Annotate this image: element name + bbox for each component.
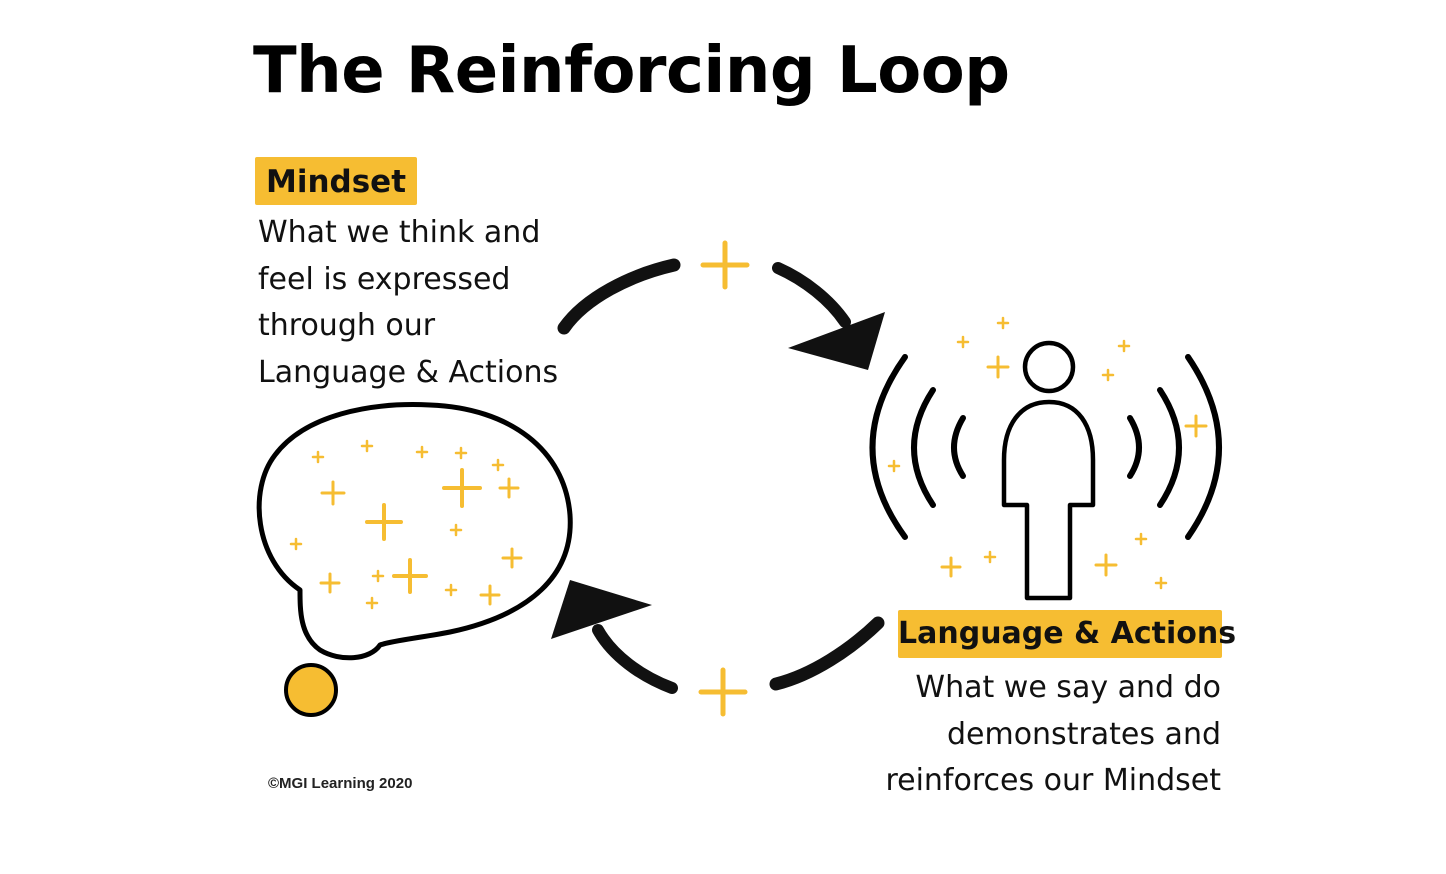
page-title: The Reinforcing Loop — [253, 34, 1010, 108]
language-actions-description-line: demonstrates and — [946, 716, 1221, 752]
loop-plus-icon — [698, 240, 750, 717]
mindset-label: Mindset — [255, 157, 417, 205]
mindset-description-line: feel is expressed — [258, 261, 511, 297]
language-actions-description: What we say and do demonstrates and rein… — [885, 665, 1221, 805]
signal-waves-icon — [869, 354, 1222, 540]
mindset-description-line: What we think and — [258, 215, 541, 250]
thought-dot-icon — [284, 663, 338, 717]
language-actions-description-line: What we say and do — [915, 670, 1221, 705]
mindset-description-line: Language & Actions — [258, 354, 559, 390]
copyright-notice: ©MGI Learning 2020 — [268, 775, 413, 792]
sparkle-plus-icon — [887, 316, 1208, 590]
person-icon — [1001, 340, 1096, 601]
mindset-description: What we think and feel is expressed thro… — [258, 210, 558, 396]
language-actions-label: Language & Actions — [898, 610, 1236, 658]
mindset-description-line: through our — [258, 308, 436, 343]
thought-bubble-icon — [256, 402, 573, 717]
sparkle-plus-icon — [289, 439, 523, 610]
loop-arrow-icon — [551, 258, 885, 694]
language-actions-description-line: reinforces our Mindset — [885, 763, 1221, 798]
